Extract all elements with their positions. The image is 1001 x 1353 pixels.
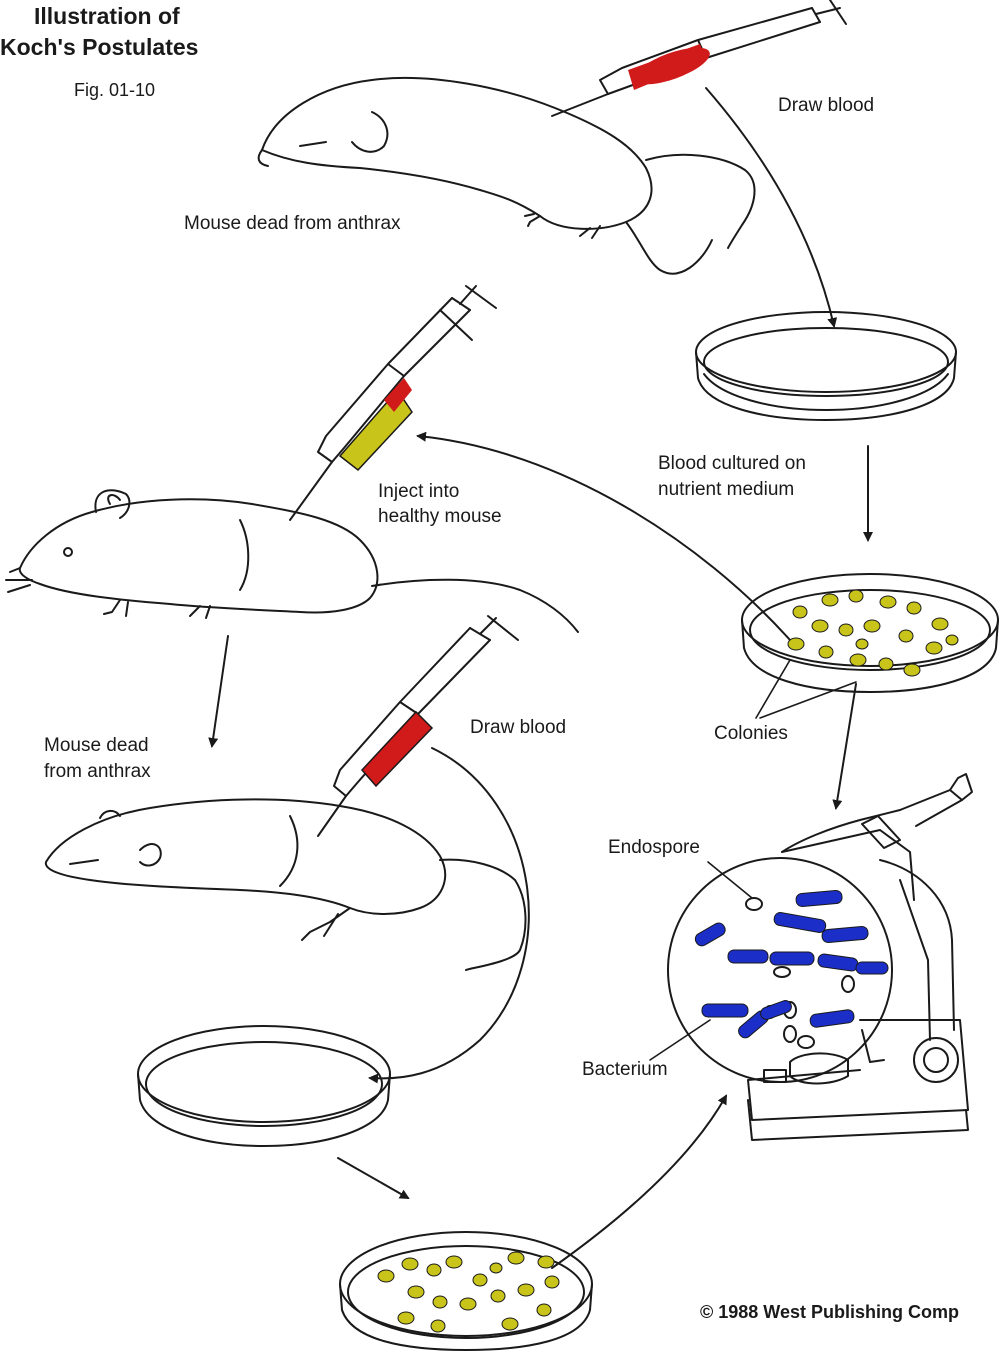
label-inject-1: Inject into bbox=[378, 480, 459, 504]
pointer-bacterium bbox=[650, 1020, 710, 1060]
arrow-dish-to-dish bbox=[338, 1158, 408, 1198]
arrow-healthy-to-dead bbox=[212, 636, 228, 746]
arrow-dish-to-microscope bbox=[552, 1096, 726, 1268]
arrow-draw-blood-top bbox=[706, 88, 834, 326]
colonies-dish-4 bbox=[378, 1252, 559, 1332]
petri-dish-blood-icon bbox=[138, 1026, 390, 1146]
petri-dish-colonies-bottom-icon bbox=[340, 1232, 592, 1350]
label-draw-blood-mid: Draw blood bbox=[470, 716, 566, 740]
process-arrows bbox=[212, 88, 868, 1268]
figure-number: Fig. 01-10 bbox=[74, 80, 155, 101]
blood-fill-bottom bbox=[362, 712, 432, 786]
label-bacterium: Bacterium bbox=[582, 1058, 668, 1082]
label-draw-blood-top: Draw blood bbox=[778, 94, 874, 118]
label-inject-2: healthy mouse bbox=[378, 505, 502, 529]
culture-fill-syringe bbox=[340, 392, 412, 470]
label-blood-cultured-2: nutrient medium bbox=[658, 478, 794, 502]
copyright-notice: © 1988 West Publishing Comp bbox=[700, 1302, 959, 1323]
label-mouse-dead-mid-1: Mouse dead bbox=[44, 734, 149, 758]
colonies-dish-2 bbox=[788, 590, 958, 676]
label-mouse-dead-mid-2: from anthrax bbox=[44, 760, 151, 784]
label-endospore: Endospore bbox=[608, 836, 700, 860]
label-blood-cultured-1: Blood cultured on bbox=[658, 452, 806, 476]
title-line-1: Illustration of bbox=[34, 2, 180, 31]
petri-dish-colonies-icon bbox=[742, 574, 998, 692]
petri-dish-nutrient-icon bbox=[696, 312, 956, 420]
arrow-colonies-to-microscope bbox=[836, 684, 856, 808]
dead-mouse-top-icon bbox=[259, 78, 755, 274]
label-mouse-dead-top: Mouse dead from anthrax bbox=[184, 212, 401, 236]
title-line-2: Koch's Postulates bbox=[0, 33, 198, 62]
label-colonies: Colonies bbox=[714, 722, 788, 746]
dead-mouse-middle-icon bbox=[46, 799, 526, 970]
